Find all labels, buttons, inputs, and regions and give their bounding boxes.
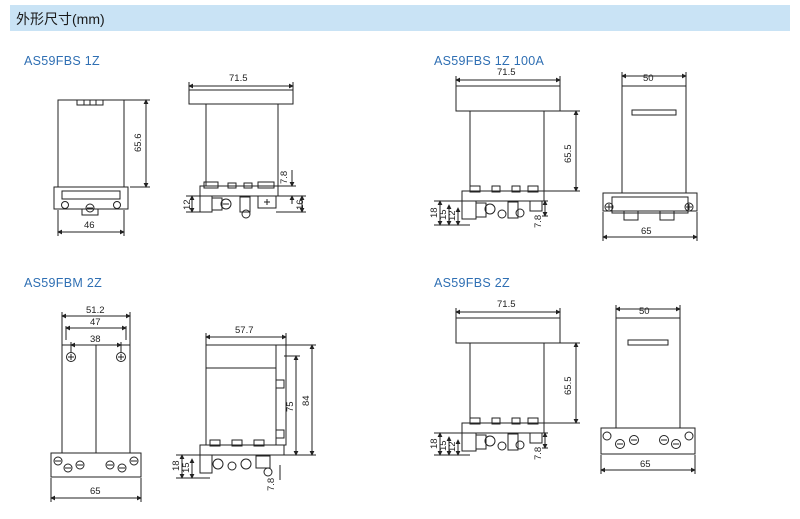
dim-1z-b: 12 — [182, 199, 193, 210]
dim-2z-a: 18 — [429, 438, 440, 449]
dim-1z-100a-depth: 71.5 — [497, 67, 516, 78]
dim-1z-100a-top: 50 — [643, 73, 654, 84]
model-label-as59fbs-2z: AS59FBS 2Z — [434, 276, 510, 290]
model-label-as59fbs-1z-100a: AS59FBS 1Z 100A — [434, 54, 545, 68]
dim-2z-d: 7.8 — [533, 447, 544, 460]
dim-1z-100a-height: 65.5 — [563, 145, 574, 164]
model-label-as59fbs-1z: AS59FBS 1Z — [24, 54, 100, 68]
dim-fbm-h1: 75 — [285, 401, 296, 412]
dim-fbm-w1: 51.2 — [86, 305, 105, 316]
dim-2z-c: 12 — [447, 441, 458, 452]
dim-2z-depth: 71.5 — [497, 299, 516, 310]
model-label-as59fbm-2z: AS59FBM 2Z — [24, 276, 103, 290]
dim-fbm-b: 15 — [181, 462, 192, 473]
dim-fbm-c: 7.8 — [266, 478, 277, 491]
dim-1z-depth: 71.5 — [229, 73, 248, 84]
as59fbs-2z-side-view — [434, 308, 580, 456]
as59fbs-1z-100a-front-view — [602, 72, 698, 241]
dim-2z-width: 65 — [640, 459, 651, 470]
dim-1z-100a-width: 65 — [641, 226, 652, 237]
as59fbm-2z-front-view — [50, 312, 142, 502]
as59fbs-1z-side-view — [186, 82, 306, 219]
section-title: 外形尺寸(mm) — [16, 11, 105, 27]
dim-1z-100a-b: 15 — [438, 209, 449, 220]
dim-fbm-h2: 84 — [301, 395, 312, 406]
dim-1z-100a-a: 18 — [429, 207, 440, 218]
as59fbs-2z-front-view — [600, 305, 696, 474]
dim-1z-100a-c: 12 — [447, 210, 458, 221]
dim-2z-b: 15 — [438, 440, 449, 451]
as59fbs-1z-100a-side-view — [434, 76, 580, 226]
dim-2z-top: 50 — [639, 306, 650, 317]
dim-1z-c: 16 — [295, 199, 306, 210]
section-header: 外形尺寸(mm) — [10, 5, 790, 31]
dim-1z-a: 7.8 — [279, 171, 290, 184]
dim-2z-height: 65.5 — [563, 377, 574, 396]
dim-fbm-w2: 47 — [90, 317, 101, 328]
as59fbs-1z-front-view — [53, 99, 150, 236]
dim-1z-height: 65.6 — [133, 134, 144, 153]
dim-fbm-width: 65 — [90, 486, 101, 497]
dim-1z-width: 46 — [84, 220, 95, 231]
dim-1z-100a-d: 7.8 — [533, 215, 544, 228]
dim-fbm-w3: 38 — [90, 334, 101, 345]
as59fbm-2z-side-view — [176, 333, 316, 480]
dim-fbm-depth: 57.7 — [235, 325, 254, 336]
dim-fbm-a: 18 — [171, 460, 182, 471]
